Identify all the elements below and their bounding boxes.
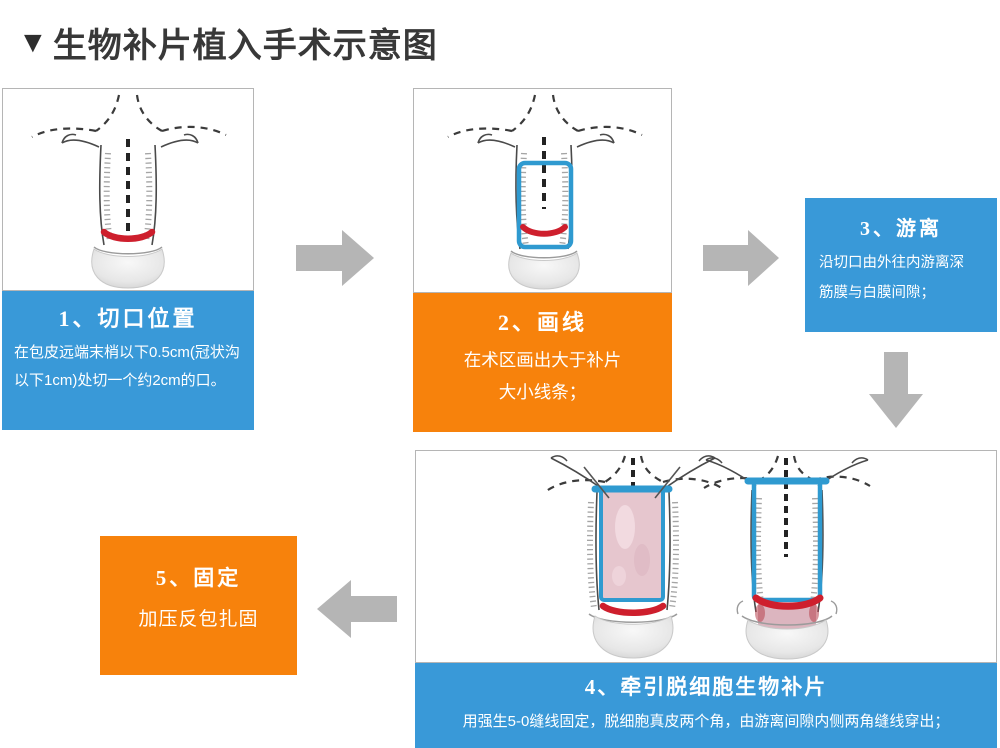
page-title-text: 生物补片植入手术示意图 [52,28,438,65]
step-3-box: 3、游离 沿切口由外往内游离深 筋膜与白膜间隙； [805,198,997,332]
incision-site-illustration [31,94,227,289]
patch-traction-left-illustration [544,455,726,659]
step-5-box: 5、固定 加压反包扎固 [100,536,297,675]
step-1-title: 1、切口位置 [58,306,198,331]
step-2-title: 2、画线 [497,310,587,335]
step-1-body: 在包皮远端末梢以下0.5cm(冠状沟以下1cm)处切一个约2cm的口。 [14,344,240,389]
down-triangle-icon: ▼ [18,25,49,59]
panel-patch-traction [415,450,997,663]
panel-incision-site [2,88,254,291]
step-2-box: 2、画线 在术区画出大于补片 大小线条； [413,293,672,432]
patch-traction-right-illustration [703,455,871,660]
step-3-title: 3、游离 [860,218,942,240]
flow-arrow-down-icon [869,352,923,428]
panel-marked-lines [413,88,672,293]
flow-arrow-right-1-icon [296,230,374,286]
flow-arrow-left-icon [317,580,397,638]
step-5-title: 5、固定 [155,566,242,590]
step-3-body: 沿切口由外往内游离深 筋膜与白膜间隙； [819,255,964,301]
page-title: ▼ 生物补片植入手术示意图 [18,18,438,67]
step-4-box: 4、牵引脱细胞生物补片 用强生5-0缝线固定，脱细胞真皮两个角，由游离间隙内侧两… [415,663,997,748]
step-4-body: 用强生5-0缝线固定，脱细胞真皮两个角，由游离间隙内侧两角缝线穿出； [462,713,950,730]
step-5-body: 加压反包扎固 [138,609,259,630]
flow-arrow-right-2-icon [703,230,779,286]
step-1-box: 1、切口位置 在包皮远端末梢以下0.5cm(冠状沟以下1cm)处切一个约2cm的… [2,291,254,430]
step-2-body: 在术区画出大于补片 大小线条； [463,350,622,402]
marked-lines-illustration [447,94,643,290]
step-4-title: 4、牵引脱细胞生物补片 [584,675,828,699]
